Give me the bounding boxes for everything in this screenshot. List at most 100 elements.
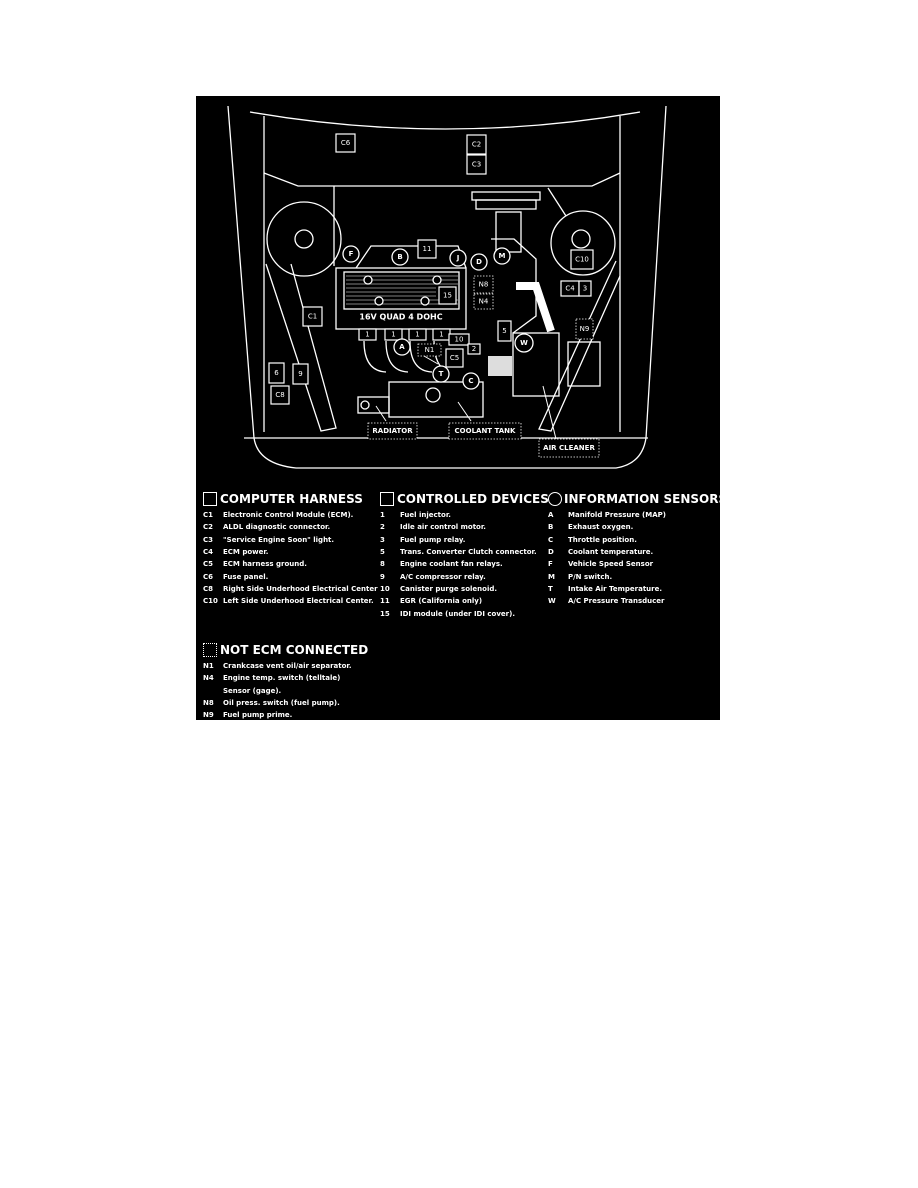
legend-code: F	[548, 560, 553, 569]
legend-code: 2	[380, 523, 385, 532]
legend-code: 9	[380, 572, 385, 581]
sensor-t: T	[439, 370, 444, 378]
callout-c8: C8	[275, 391, 284, 399]
legend-code: D	[548, 548, 554, 557]
callout-n9: N9	[580, 325, 590, 333]
callout-1b: 1	[391, 331, 395, 339]
sensor-a: A	[399, 343, 405, 351]
callout-3: 3	[583, 285, 587, 293]
legend-code: C4	[203, 548, 214, 557]
left-wheel	[266, 201, 342, 277]
legend-text: Trans. Converter Clutch connector.	[400, 548, 537, 557]
right-wheel	[550, 210, 616, 276]
legend-text: Fuse panel.	[223, 572, 269, 581]
callout-1d: 1	[439, 331, 443, 339]
legend-information-sensors: INFORMATION SENSORS A Manifold Pressure (…	[548, 491, 727, 607]
left-strut	[265, 263, 337, 432]
callout-c2: C2	[472, 141, 481, 149]
legend-code: 15	[380, 609, 390, 618]
legend-code: M	[548, 572, 555, 581]
legend-code: T	[548, 584, 553, 593]
legend-text: EGR (California only)	[400, 597, 483, 606]
legend-title: CONTROLLED DEVICES	[397, 492, 549, 506]
legend-text: ALDL diagnostic connector.	[223, 523, 331, 532]
legend-text: Idle air control motor.	[400, 523, 486, 532]
air-cleaner-body	[512, 332, 560, 397]
callout-11: 11	[423, 245, 432, 253]
legend-text: "Service Engine Soon" light.	[223, 535, 335, 544]
legend-title: COMPUTER HARNESS	[220, 492, 363, 506]
callout-9: 9	[298, 370, 302, 378]
coolant-tank-cap	[425, 387, 441, 403]
sensor-c: C	[468, 377, 473, 385]
legend-code: 1	[380, 511, 385, 520]
legend-text: Engine temp. switch (telltale)	[223, 674, 341, 683]
legend-text: Manifold Pressure (MAP)	[568, 511, 666, 520]
legend-text: Engine coolant fan relays.	[400, 560, 503, 569]
cowl-line	[244, 116, 648, 439]
callout-6: 6	[274, 369, 279, 377]
legend-code: C	[548, 535, 554, 544]
legend-text: Left Side Underhood Electrical Center.	[223, 597, 374, 606]
callout-c10: C10	[575, 256, 589, 264]
callout-1a: 1	[365, 331, 369, 339]
sensor-d: D	[476, 258, 482, 266]
legend-text: Oil press. switch (fuel pump).	[223, 699, 340, 708]
legend-title: INFORMATION SENSORS	[564, 492, 728, 506]
pointer-arrows	[375, 355, 557, 440]
callout-c6: C6	[341, 139, 351, 147]
legend-text: Canister purge solenoid.	[400, 584, 498, 593]
callout-2: 2	[472, 345, 476, 353]
cowl-panel	[263, 172, 621, 187]
legend-text: P/N switch.	[568, 572, 613, 581]
square-icon	[380, 492, 394, 506]
legend-computer-harness: COMPUTER HARNESS C1 Electronic Control Mo…	[203, 491, 378, 607]
legend-code: C3	[203, 535, 214, 544]
legend-code: C5	[203, 560, 214, 569]
legend-code: 8	[380, 560, 385, 569]
air-cleaner-label: AIR CLEANER	[543, 444, 595, 452]
radiator-label: RADIATOR	[372, 427, 413, 435]
inner-shelf	[333, 186, 567, 266]
legend-text: Intake Air Temperature.	[568, 584, 663, 593]
legend-code: C2	[203, 523, 214, 532]
legend-text: Fuel pump prime.	[223, 711, 293, 720]
legend-code: 5	[380, 548, 385, 557]
radiator-body	[357, 396, 390, 414]
callout-5: 5	[502, 327, 506, 335]
right-strut	[538, 260, 621, 432]
legend-code: B	[548, 523, 554, 532]
legend-code: N8	[203, 699, 214, 708]
sensor-f: F	[349, 250, 354, 258]
battery	[567, 341, 601, 387]
callout-n4: N4	[479, 298, 489, 306]
callout-c3: C3	[472, 161, 481, 169]
callout-c4: C4	[565, 285, 575, 293]
coolant-tank-label: COOLANT TANK	[455, 427, 516, 435]
callout-n1: N1	[425, 346, 435, 354]
legend-text: Electronic Control Module (ECM).	[223, 511, 354, 520]
legend-code: C10	[203, 597, 218, 606]
legend-code: N4	[203, 674, 214, 683]
legend-text: Sensor (gage).	[223, 686, 282, 695]
fender-outline	[227, 105, 667, 469]
legend-code: C1	[203, 511, 214, 520]
sensor-w: W	[520, 339, 528, 347]
legend-text: Throttle position.	[568, 535, 637, 544]
dotted-square-icon	[203, 643, 217, 657]
legend-code: A	[548, 511, 554, 520]
legend-text: A/C compressor relay.	[400, 572, 486, 581]
legend-text: Vehicle Speed Sensor	[568, 560, 654, 569]
legend-text: A/C Pressure Transducer	[568, 597, 665, 606]
legend-text: ECM harness ground.	[223, 560, 307, 569]
legend-text: Coolant temperature.	[568, 548, 654, 557]
circle-icon	[548, 492, 562, 506]
callout-c1: C1	[308, 313, 317, 321]
legend-code: C6	[203, 572, 214, 581]
sensor-m: M	[499, 252, 506, 260]
legend-code: 11	[380, 597, 390, 606]
hood-edge	[249, 111, 641, 130]
legend-code: W	[548, 597, 556, 606]
legend-text: IDI module (under IDI cover).	[400, 609, 515, 618]
legend-code: N1	[203, 662, 214, 671]
